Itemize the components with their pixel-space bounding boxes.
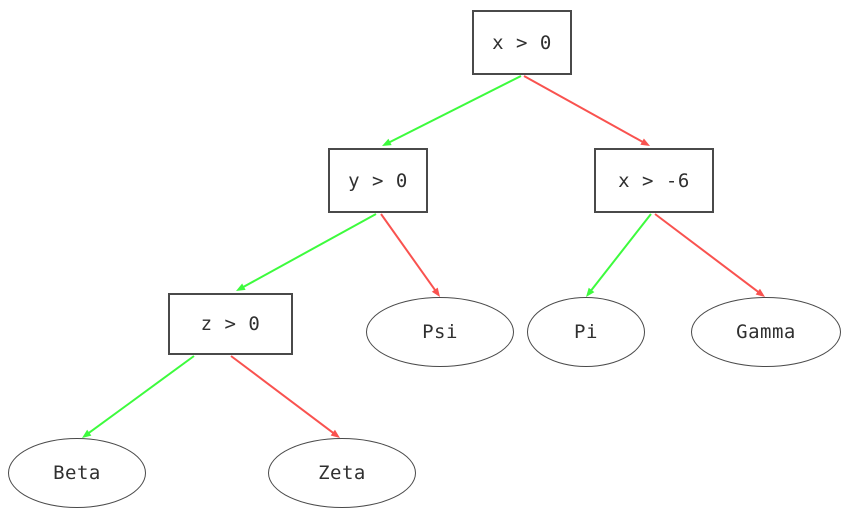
arrowhead-false: [330, 429, 340, 438]
node-zeta[interactable]: Zeta: [268, 438, 416, 508]
node-xm6[interactable]: x > -6: [594, 148, 714, 213]
node-y0[interactable]: y > 0: [328, 148, 428, 213]
node-gamma[interactable]: Gamma: [691, 297, 841, 367]
arrowhead-true: [586, 287, 595, 297]
node-label-zeta: Zeta: [318, 462, 366, 484]
arrowhead-true: [236, 283, 246, 291]
node-label-xm6: x > -6: [618, 169, 690, 192]
arrowhead-false: [431, 287, 440, 297]
edge-root-to-y0-true: [382, 75, 522, 146]
node-label-y0: y > 0: [348, 169, 408, 192]
node-z0[interactable]: z > 0: [168, 293, 293, 355]
node-label-pi: Pi: [574, 321, 598, 343]
arrowhead-false: [640, 138, 650, 146]
edge-y0-to-psi-false: [380, 213, 440, 297]
node-label-beta: Beta: [53, 462, 101, 484]
node-pi[interactable]: Pi: [527, 297, 645, 367]
edge-z0-to-beta-true: [82, 355, 195, 438]
arrowhead-false: [755, 288, 765, 297]
node-label-gamma: Gamma: [736, 321, 796, 343]
arrowhead-true: [82, 429, 92, 438]
edge-y0-to-z0-true: [236, 213, 377, 291]
edge-xm6-to-gamma-false: [654, 213, 765, 297]
node-root[interactable]: x > 0: [472, 10, 572, 75]
node-label-z0: z > 0: [200, 313, 261, 335]
node-label-psi: Psi: [422, 321, 458, 343]
node-psi[interactable]: Psi: [366, 297, 514, 367]
node-label-root: x > 0: [492, 31, 552, 54]
arrowhead-true: [382, 138, 392, 146]
edge-z0-to-zeta-false: [230, 355, 340, 438]
node-beta[interactable]: Beta: [8, 438, 146, 508]
edge-root-to-xm6-false: [523, 75, 650, 146]
edge-xm6-to-pi-true: [586, 213, 652, 297]
